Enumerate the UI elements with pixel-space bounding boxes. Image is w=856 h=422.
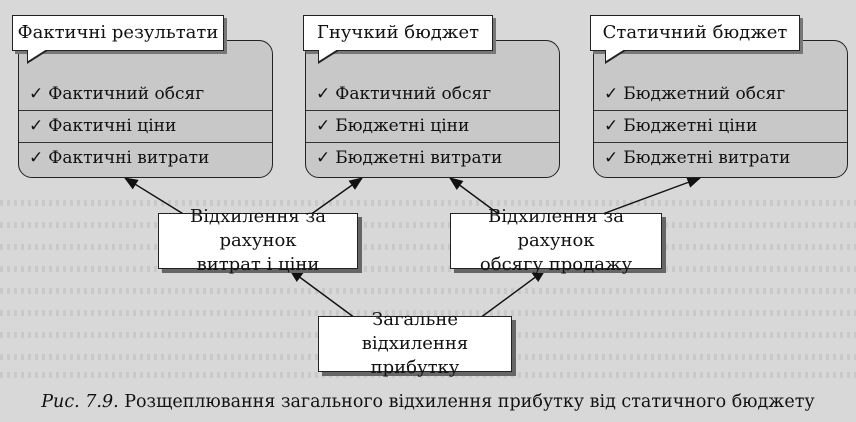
panel-rows: ✓Бюджетний обсяг ✓Бюджетні ціни ✓Бюджетн… bbox=[594, 79, 847, 174]
panel-title-actual-results: Фактичні результати bbox=[12, 15, 224, 64]
panel-row: ✓Бюджетний обсяг bbox=[604, 84, 786, 104]
check-icon: ✓ bbox=[29, 84, 44, 104]
check-icon: ✓ bbox=[29, 116, 44, 136]
check-icon: ✓ bbox=[604, 148, 619, 168]
arrow-cost-to-actual bbox=[123, 177, 186, 216]
variance-cost-price-box: Відхилення за рахунок витрат і ціни bbox=[158, 206, 358, 275]
panel-row: ✓Фактичний обсяг bbox=[316, 84, 492, 104]
variance-volume-box: Відхилення за рахунок обсягу продажу bbox=[450, 206, 662, 275]
panel-row: ✓Фактичний обсяг bbox=[29, 84, 205, 104]
arrow-total-to-volume bbox=[479, 269, 547, 319]
panel-row: ✓Фактичні ціни bbox=[19, 110, 272, 142]
arrow-volume-to-static bbox=[599, 177, 702, 216]
check-icon: ✓ bbox=[316, 148, 331, 168]
check-icon: ✓ bbox=[316, 116, 331, 136]
panel-row: ✓Фактичні витрати bbox=[19, 142, 272, 174]
panel-row: ✓Бюджетні витрати bbox=[594, 142, 847, 174]
total-variance-box: Загальне відхилення прибутку bbox=[318, 309, 512, 378]
panel-static-budget: ✓Бюджетний обсяг ✓Бюджетні ціни ✓Бюджетн… bbox=[593, 40, 848, 178]
figure-label: Рис. 7.9. bbox=[41, 392, 119, 412]
panel-rows: ✓Фактичний обсяг ✓Фактичні ціни ✓Фактичн… bbox=[19, 79, 272, 174]
panel-title-static-budget: Статичний бюджет bbox=[590, 15, 800, 64]
caption-text: Розщеплювання загального відхилення приб… bbox=[124, 392, 815, 412]
arrow-volume-to-flexible bbox=[448, 177, 501, 216]
panel-rows: ✓Фактичний обсяг ✓Бюджетні ціни ✓Бюджетн… bbox=[306, 79, 559, 174]
panel-actual-results: ✓Фактичний обсяг ✓Фактичні ціни ✓Фактичн… bbox=[18, 40, 273, 178]
arrow-cost-to-flexible bbox=[309, 177, 364, 216]
check-icon: ✓ bbox=[316, 84, 331, 104]
check-icon: ✓ bbox=[604, 116, 619, 136]
panel-flexible-budget: ✓Фактичний обсяг ✓Бюджетні ціни ✓Бюджетн… bbox=[305, 40, 560, 178]
panel-row: ✓Бюджетні витрати bbox=[306, 142, 559, 174]
arrow-total-to-cost bbox=[288, 269, 356, 319]
panel-title-flexible-budget: Гнучкий бюджет bbox=[303, 15, 493, 64]
check-icon: ✓ bbox=[29, 148, 44, 168]
panel-row: ✓Бюджетні ціни bbox=[594, 110, 847, 142]
figure-caption: Рис. 7.9. Розщеплювання загального відхи… bbox=[0, 392, 856, 412]
check-icon: ✓ bbox=[604, 84, 619, 104]
panel-row: ✓Бюджетні ціни bbox=[306, 110, 559, 142]
